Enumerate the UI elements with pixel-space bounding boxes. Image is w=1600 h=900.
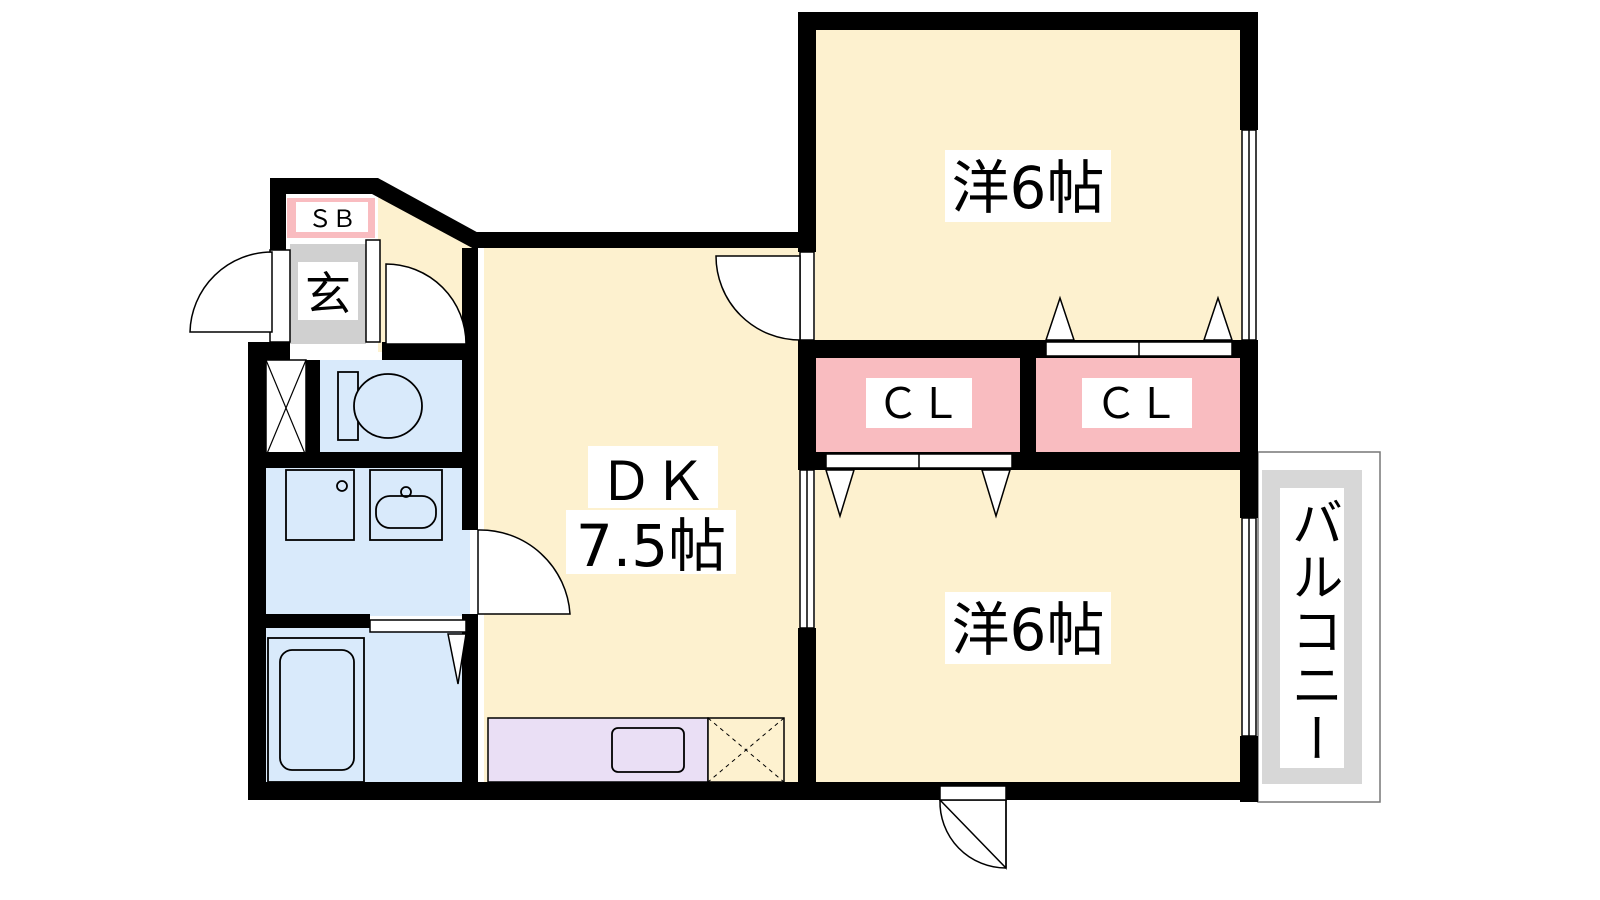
closet-doors — [369, 295, 1234, 685]
western-room-top-label: 洋6帖 — [952, 154, 1105, 222]
swing-doors — [189, 251, 1007, 870]
closet-right-label: ＣＬ — [1095, 379, 1179, 428]
balcony-inner — [1280, 488, 1344, 768]
entrance-wall — [269, 249, 291, 343]
bathtub-icon — [267, 637, 365, 783]
toilet-icon — [337, 371, 423, 441]
entrance-label: 玄 — [305, 267, 351, 321]
toilet-storage-cross — [265, 359, 307, 457]
shoe-box-label: ＳＢ — [308, 205, 356, 233]
kitchen-counter — [487, 717, 785, 783]
washbasin-icon — [285, 469, 443, 541]
entrance-wall — [365, 239, 381, 343]
western-room-bottom-label: 洋6帖 — [952, 596, 1105, 664]
dk-label: ＤＫ — [599, 450, 707, 513]
dk-size-label: 7.5帖 — [576, 512, 726, 580]
closet-left-label: ＣＬ — [877, 379, 961, 428]
sink-icon — [611, 727, 685, 773]
balcony-label: バルコニー — [1282, 496, 1342, 766]
windows — [799, 129, 1257, 737]
walls — [248, 12, 1258, 802]
